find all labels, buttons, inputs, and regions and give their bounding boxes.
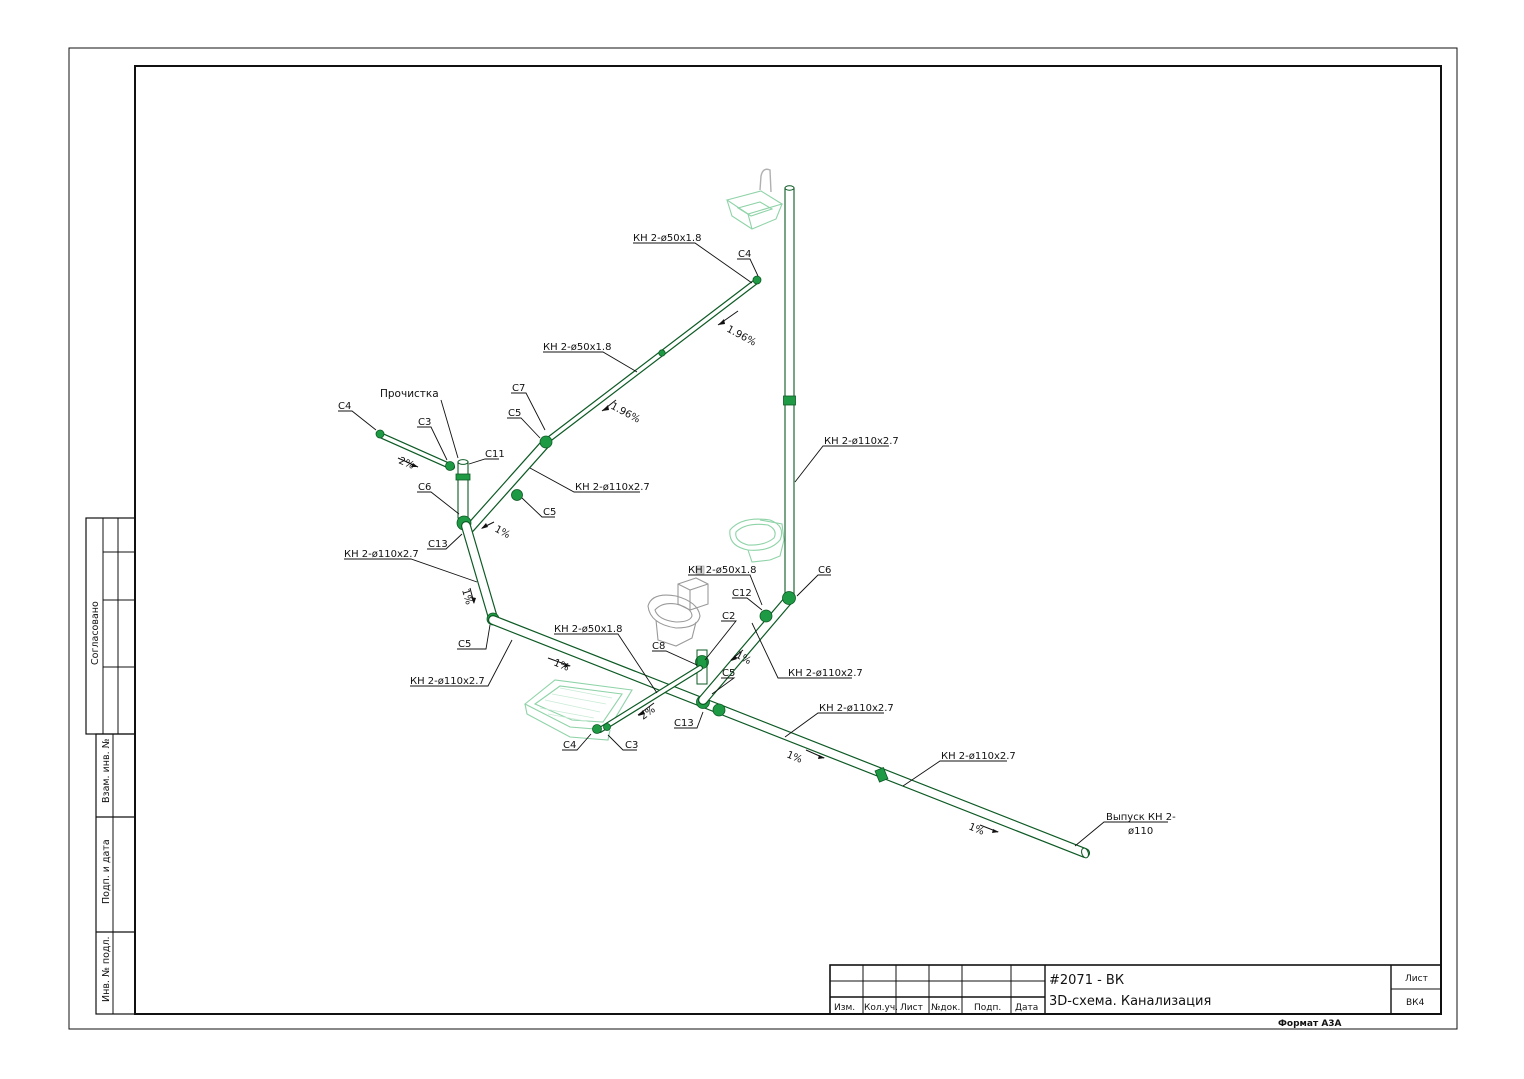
label-c6-left: С6 (418, 482, 431, 493)
leader-lines (338, 242, 1168, 847)
sidebar-inv-replace: Взам. инв. № (101, 738, 112, 803)
tb-sheet-label: Лист (1405, 974, 1428, 984)
label-c2: С2 (722, 611, 735, 622)
label-pipe-110-left: КН 2-ø110х2.7 (344, 549, 419, 560)
slope-label-196-top: 1.96% (725, 324, 758, 349)
label-pipe-50-mid: КН 2-ø50х1.8 (543, 342, 611, 353)
label-pipe-50-shower: КН 2-ø50х1.8 (554, 624, 622, 635)
slope-label-1-down: 1% (459, 588, 474, 606)
label-c3-left: С3 (418, 417, 431, 428)
label-pipe-110-diag: КН 2-ø110х2.7 (575, 482, 650, 493)
label-c7: С7 (512, 383, 525, 394)
label-pipe-50-toilet: КН 2-ø50х1.8 (688, 565, 756, 576)
main-pipe-110 (488, 615, 1090, 859)
label-outlet-line2: ø110 (1128, 826, 1153, 837)
tb-format: Формат А3А (1278, 1019, 1342, 1029)
shower-tray-fixture (523, 679, 633, 741)
tb-title: 3D-схема. Канализация (1049, 994, 1211, 1009)
label-c6-right: С6 (818, 565, 831, 576)
cleanout-pipe (455, 459, 472, 531)
title-block: Изм. Кол.уч. Лист №док. Подп. Дата #2071… (829, 964, 1442, 1029)
slope-label-1-main-c: 1% (967, 822, 986, 838)
label-outlet-line1: Выпуск КН 2- (1106, 812, 1176, 823)
branch-pipe-50-left (375, 429, 455, 471)
branch-pipe-110-to-riser (695, 591, 796, 705)
slope-label-1-tee: 1% (493, 524, 512, 541)
label-c5-diag: С5 (543, 507, 556, 518)
tb-header-kolvo: Кол.уч. (864, 1003, 898, 1013)
label-c4-bottom: С4 (563, 740, 576, 751)
sidebar-sign-date: Подп. и дата (101, 839, 112, 904)
tb-header-podp: Подп. (974, 1003, 1001, 1013)
tb-project: #2071 - ВК (1049, 973, 1124, 988)
label-c5-mid: С5 (722, 668, 735, 679)
branch-pipe-50-shower (592, 665, 703, 734)
label-pipe-110-main: КН 2-ø110х2.7 (819, 703, 894, 714)
washbasin-fixture (729, 518, 785, 563)
label-c11: С11 (485, 449, 505, 460)
label-c13-left: С13 (428, 539, 448, 550)
fitting-labels: С4 С4 С4 С3 С3 С11 С7 С5 С5 С5 С5 С6 С6 … (338, 249, 831, 751)
label-c5-upper: С5 (508, 408, 521, 419)
branch-pipe-50-upper (545, 275, 762, 443)
label-c4-top: С4 (738, 249, 751, 260)
left-sidebar: Согласовано Взам. инв. № Подп. и дата Ин… (85, 517, 136, 1015)
sink-fixture (725, 168, 784, 230)
label-pipe-110-lower-left: КН 2-ø110х2.7 (410, 676, 485, 687)
label-pipe-50-top: КН 2-ø50х1.8 (633, 233, 701, 244)
label-cleanout: Прочистка (380, 388, 439, 400)
label-c4-left: С4 (338, 401, 351, 412)
branch-pipe-110-down (461, 521, 500, 626)
branch-pipe-110-diag (465, 435, 553, 533)
label-c8: С8 (652, 641, 665, 652)
outer-frame (68, 47, 1458, 1030)
label-c13-mid: С13 (674, 718, 694, 729)
pipe-network (375, 185, 1090, 859)
label-pipe-110-end: КН 2-ø110х2.7 (941, 751, 1016, 762)
slope-label-1-main-b: 1% (785, 750, 804, 766)
pipe-labels: КН 2-ø50х1.8 КН 2-ø50х1.8 КН 2-ø110х2.7 … (344, 233, 1176, 837)
label-pipe-110-mid: КН 2-ø110х2.7 (788, 668, 863, 679)
slope-arrows (397, 310, 999, 833)
sidebar-agreed: Согласовано (90, 601, 101, 665)
tb-header-data: Дата (1015, 1003, 1038, 1013)
slope-label-196-mid: 1.96% (609, 401, 642, 426)
slope-label-1-main-a: 1% (552, 658, 571, 674)
slope-label-2-left: 2% (397, 456, 416, 472)
tb-sheet-code: ВК4 (1406, 998, 1425, 1008)
tb-header-ndok: №док. (931, 1003, 960, 1013)
tb-header-list: Лист (900, 1003, 923, 1013)
sidebar-inv-original: Инв. № подл. (101, 936, 112, 1002)
label-c5-lower: С5 (458, 639, 471, 650)
tb-header-izm: Изм. (834, 1003, 855, 1013)
label-pipe-110-riser: КН 2-ø110х2.7 (824, 436, 899, 447)
label-c3-bottom: С3 (625, 740, 638, 751)
toilet-fixture (647, 565, 709, 647)
riser-pipe-110 (783, 185, 796, 595)
label-c12: С12 (732, 588, 752, 599)
